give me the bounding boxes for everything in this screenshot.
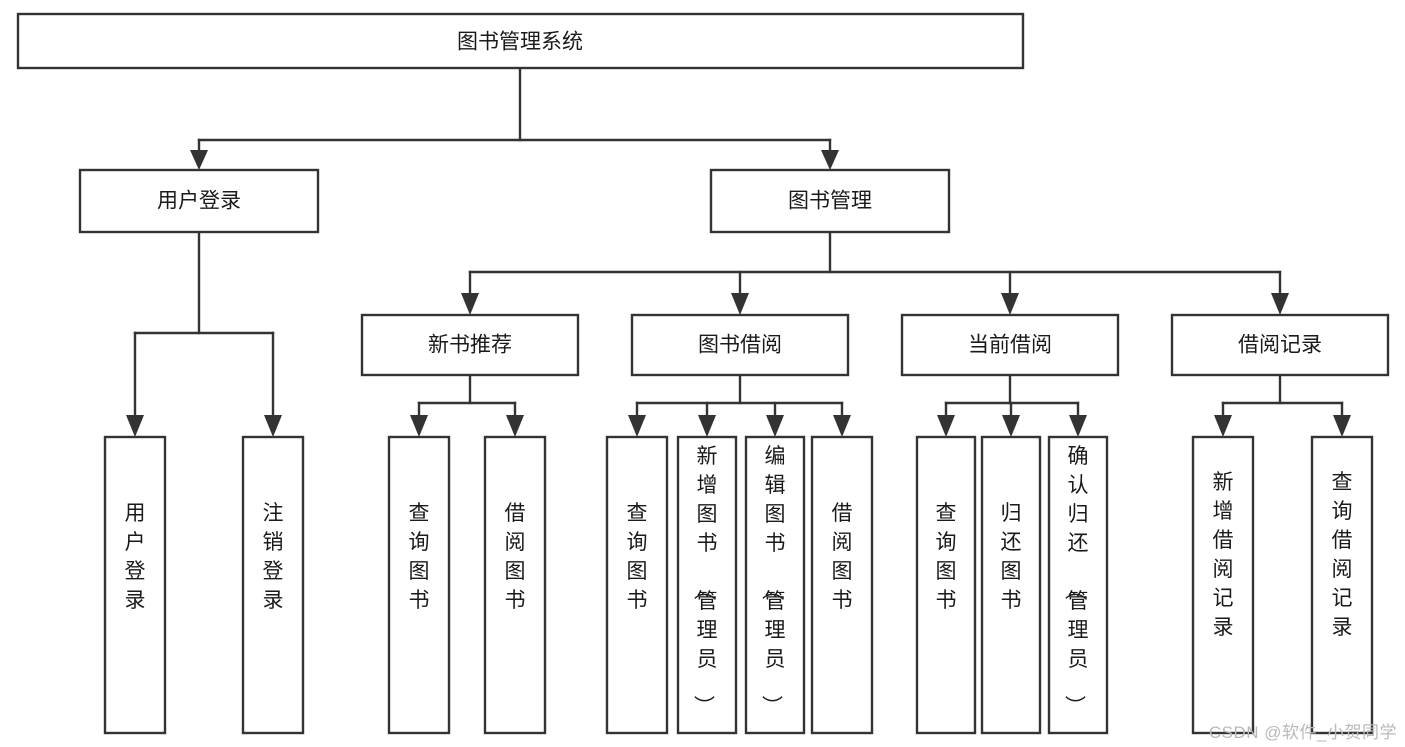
csdn-watermark: CSDN @软件_小贺同学 — [1208, 723, 1397, 742]
node-leaf-user-login-box[interactable] — [103, 435, 167, 735]
arrow-to-leaf-query-book-1 — [410, 415, 428, 437]
arrow-to-leaf-borrow-book-1 — [506, 415, 524, 437]
node-leaf-confirm-return-label: 确认归还（管理员） — [1063, 445, 1089, 716]
arrow-to-book-borrow — [731, 293, 749, 315]
node-leaf-logout-label: 注销登录 — [263, 502, 284, 612]
node-borrow-record[interactable]: 借阅记录 — [1170, 313, 1390, 377]
arrow-to-current-borrow — [1001, 293, 1019, 315]
node-leaf-query-book-1-label: 查询图书 — [409, 502, 430, 612]
arrow-to-leaf-query-book-2 — [628, 415, 646, 437]
arrow-to-leaf-borrow-book-2 — [833, 415, 851, 437]
arrow-to-user-login — [190, 150, 208, 170]
node-leaf-add-book-label: 新增图书（管理员） — [692, 445, 718, 716]
node-user-login[interactable]: 用户登录 — [78, 168, 320, 234]
arrow-to-leaf-user-login — [126, 415, 144, 437]
node-leaf-logout-box[interactable] — [241, 435, 305, 735]
arrow-to-leaf-add-record — [1214, 415, 1232, 437]
arrow-to-book-manage — [821, 150, 839, 170]
node-leaf-query-book-3-box[interactable] — [915, 435, 977, 735]
node-leaf-borrow-book-2-label: 借阅图书 — [832, 502, 853, 612]
arrow-to-leaf-add-book — [698, 415, 716, 437]
node-leaf-return-book-label: 归还图书 — [1001, 502, 1022, 612]
node-leaf-add-book[interactable]: 新增图书（管理员） — [676, 435, 738, 735]
arrow-to-leaf-logout — [264, 415, 282, 437]
node-leaf-edit-book[interactable]: 编辑图书（管理员） — [744, 435, 806, 735]
node-new-book-rec-box[interactable] — [360, 313, 580, 377]
node-leaf-add-book-box[interactable] — [676, 435, 738, 735]
node-book-borrow[interactable]: 图书借阅 — [630, 313, 850, 377]
node-leaf-add-record-box[interactable] — [1191, 435, 1255, 735]
node-leaf-return-book-box[interactable] — [980, 435, 1042, 735]
node-leaf-query-book-1[interactable]: 查询图书 — [387, 435, 451, 735]
node-leaf-confirm-return-box[interactable] — [1047, 435, 1109, 735]
node-leaf-query-book-2-label: 查询图书 — [627, 502, 648, 612]
connector-layer — [126, 66, 1351, 437]
arrow-to-leaf-return-book — [1002, 415, 1020, 437]
arrow-to-leaf-edit-book — [766, 415, 784, 437]
node-user-login-box[interactable] — [78, 168, 320, 234]
node-book-borrow-label: 图书借阅 — [698, 334, 782, 357]
node-book-manage-box[interactable] — [709, 168, 951, 234]
node-root-label: 图书管理系统 — [457, 31, 583, 54]
node-user-login-label: 用户登录 — [157, 190, 241, 213]
node-leaf-logout[interactable]: 注销登录 — [241, 435, 305, 735]
arrow-to-leaf-confirm-return — [1069, 415, 1087, 437]
node-leaf-edit-book-label: 编辑图书（管理员） — [760, 445, 786, 716]
node-leaf-add-record[interactable]: 新增借阅记录 — [1191, 435, 1255, 735]
arrow-to-leaf-query-record — [1333, 415, 1351, 437]
node-leaf-query-book-3[interactable]: 查询图书 — [915, 435, 977, 735]
node-borrow-record-box[interactable] — [1170, 313, 1390, 377]
node-leaf-add-record-label: 新增借阅记录 — [1213, 471, 1234, 639]
node-borrow-record-label: 借阅记录 — [1238, 334, 1322, 357]
node-leaf-return-book[interactable]: 归还图书 — [980, 435, 1042, 735]
node-leaf-borrow-book-2-box[interactable] — [810, 435, 874, 735]
node-new-book-rec-label: 新书推荐 — [428, 334, 512, 357]
node-leaf-user-login-label: 用户登录 — [125, 502, 146, 612]
node-leaf-confirm-return[interactable]: 确认归还（管理员） — [1047, 435, 1109, 735]
node-leaf-query-record-label: 查询借阅记录 — [1332, 471, 1353, 639]
node-book-manage-label: 图书管理 — [788, 190, 872, 213]
arrow-to-leaf-query-book-3 — [937, 415, 955, 437]
node-leaf-query-book-2-box[interactable] — [605, 435, 669, 735]
node-book-borrow-box[interactable] — [630, 313, 850, 377]
node-leaf-query-book-1-box[interactable] — [387, 435, 451, 735]
node-new-book-rec[interactable]: 新书推荐 — [360, 313, 580, 377]
node-current-borrow-box[interactable] — [900, 313, 1120, 377]
node-leaf-query-record[interactable]: 查询借阅记录 — [1310, 435, 1374, 735]
node-leaf-borrow-book-1[interactable]: 借阅图书 — [483, 435, 547, 735]
node-current-borrow[interactable]: 当前借阅 — [900, 313, 1120, 377]
node-leaf-query-record-box[interactable] — [1310, 435, 1374, 735]
node-leaf-borrow-book-1-label: 借阅图书 — [505, 502, 526, 612]
arrow-to-new-book-rec — [461, 293, 479, 315]
arrow-to-borrow-record — [1271, 293, 1289, 315]
node-leaf-user-login[interactable]: 用户登录 — [103, 435, 167, 735]
node-leaf-query-book-3-label: 查询图书 — [936, 502, 957, 612]
node-leaf-query-book-2[interactable]: 查询图书 — [605, 435, 669, 735]
node-leaf-edit-book-box[interactable] — [744, 435, 806, 735]
node-root[interactable]: 图书管理系统 — [16, 12, 1025, 70]
node-current-borrow-label: 当前借阅 — [968, 334, 1052, 357]
node-leaf-borrow-book-2[interactable]: 借阅图书 — [810, 435, 874, 735]
node-book-manage[interactable]: 图书管理 — [709, 168, 951, 234]
node-leaf-borrow-book-1-box[interactable] — [483, 435, 547, 735]
node-root-box[interactable] — [16, 12, 1025, 70]
